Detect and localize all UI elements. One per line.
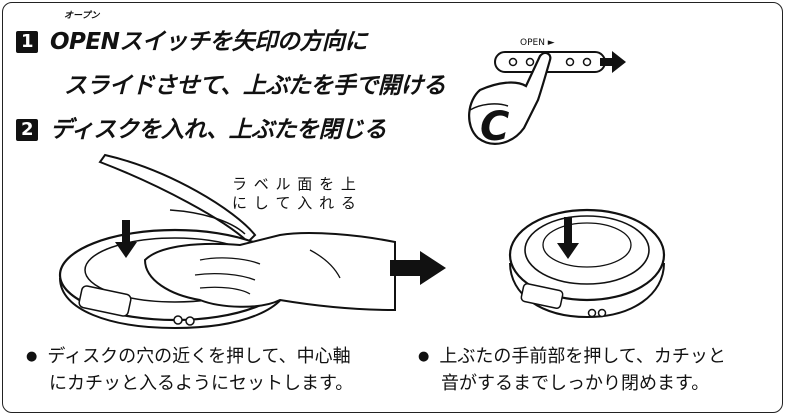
step-1-line-2: スライドさせて、上ぶたを手で開ける xyxy=(64,73,446,99)
step-1-number: 1 xyxy=(16,31,38,53)
switch-label: OPEN ► xyxy=(520,38,555,48)
bullet-lid-closing: ● 上ぶたの手前部を押して、カチッと 音がするまでしっかり閉めます。 xyxy=(418,343,726,397)
arrow-right-icon xyxy=(390,251,446,285)
label-side-up-note: ラ ベ ル 面 を 上 に し て 入 れ る xyxy=(232,175,357,213)
step-1-text: OPENスイッチを矢印の方向に xyxy=(50,29,367,55)
hand-pointer-icon: C xyxy=(468,51,552,150)
open-switch-illustration: OPEN ► C xyxy=(468,38,626,150)
instruction-frame xyxy=(2,2,783,413)
bullet-2-line-1: 上ぶたの手前部を押して、カチッと xyxy=(439,346,726,367)
arrow-right-icon xyxy=(600,51,626,73)
bullet-dot-icon: ● xyxy=(26,349,38,364)
step-2-number: 2 xyxy=(16,119,38,141)
cd-player-closed-icon xyxy=(508,208,666,319)
label-side-up-note-line-1: ラ ベ ル 面 を 上 xyxy=(232,175,357,193)
step-2-text: ディスクを入れ、上ぶたを閉じる xyxy=(50,117,387,143)
step-2-line: 2 ディスクを入れ、上ぶたを閉じる xyxy=(16,110,387,144)
svg-text:C: C xyxy=(480,104,509,150)
bullet-1-line-1: ディスクの穴の近くを押して、中心軸 xyxy=(47,346,351,367)
step-1-line-1: 1 OPENスイッチを矢印の方向に xyxy=(16,22,367,56)
open-ruby: オープン xyxy=(64,11,100,21)
cd-player-open-icon xyxy=(58,153,396,330)
bullet-disc-setting: ● ディスクの穴の近くを押して、中心軸 にカチッと入るようにセットします。 xyxy=(26,343,353,397)
bullet-dot-icon: ● xyxy=(418,349,430,364)
bullet-1-line-2: にカチッと入るようにセットします。 xyxy=(49,373,354,394)
label-side-up-note-line-2: に し て 入 れ る xyxy=(232,194,357,212)
bullet-2-line-2: 音がするまでしっかり閉めます。 xyxy=(441,373,710,394)
